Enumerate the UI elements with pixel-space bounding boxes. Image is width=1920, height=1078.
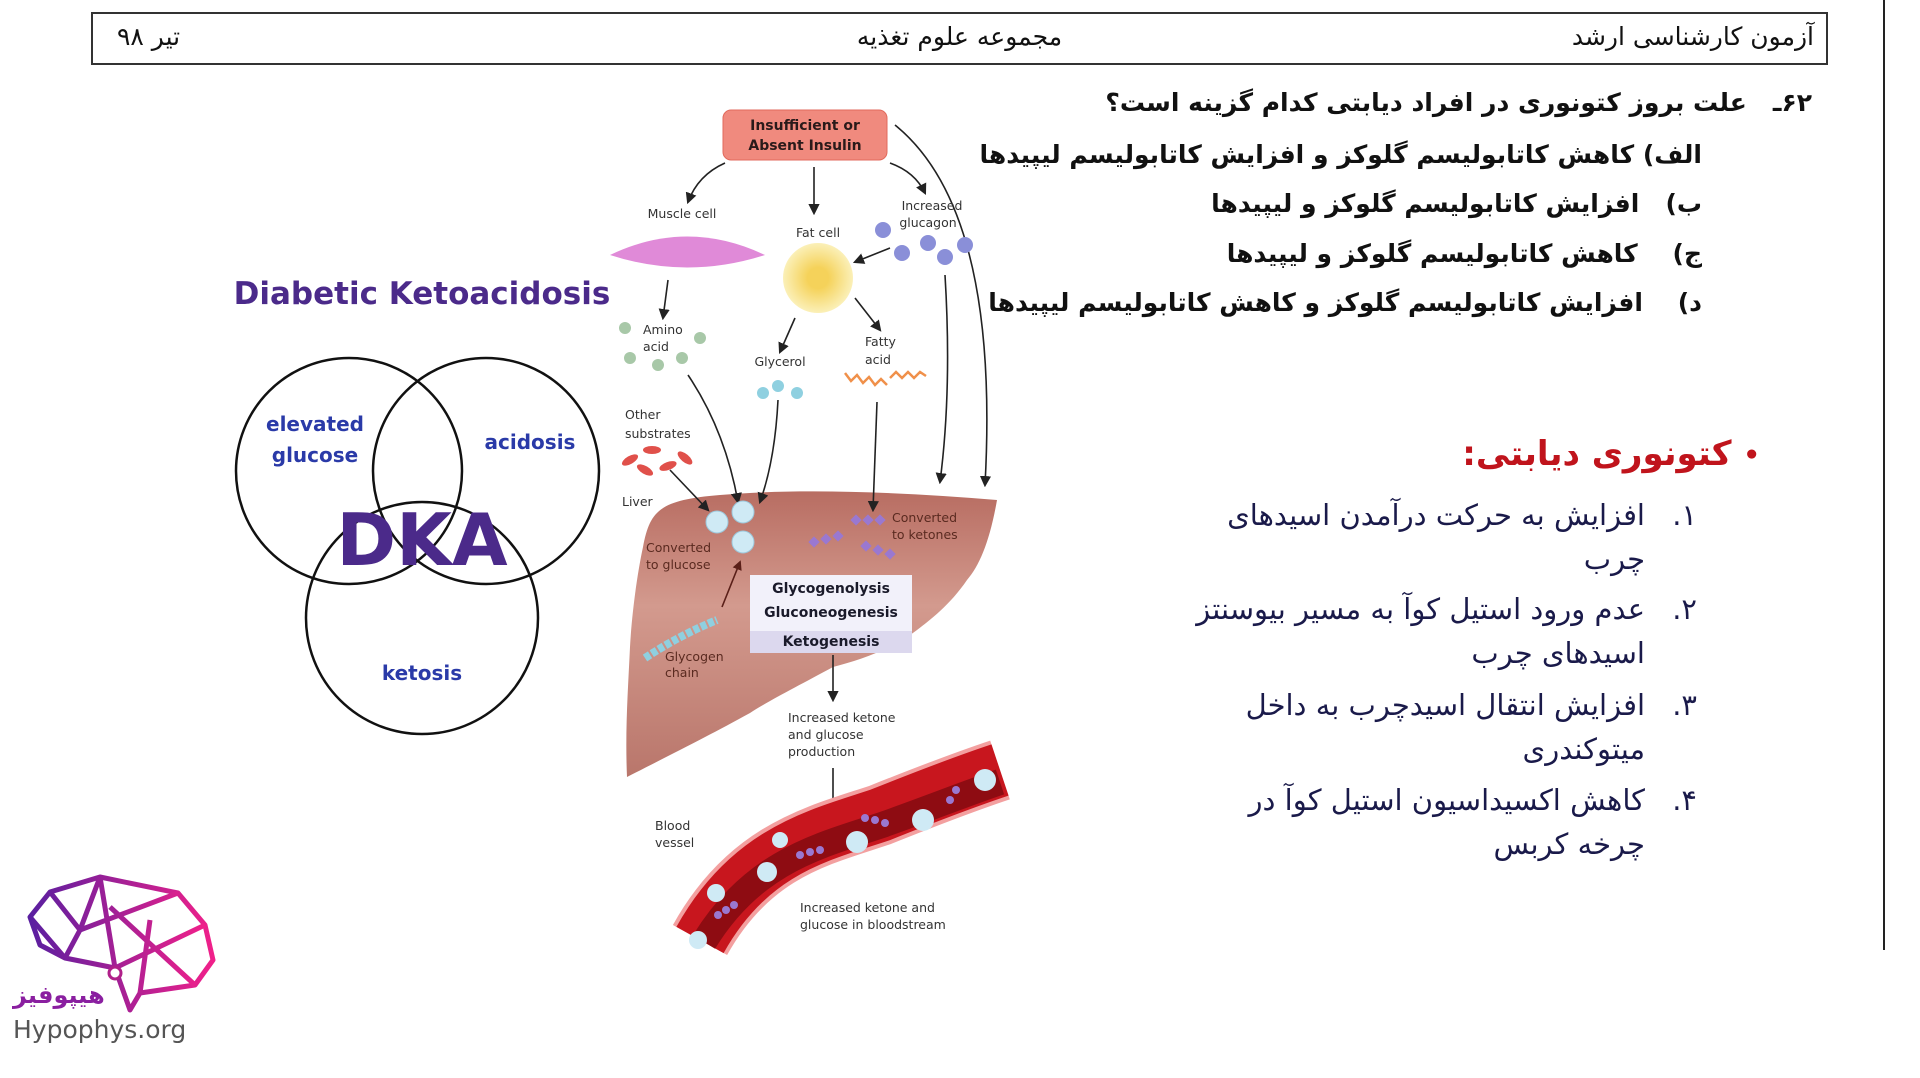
option-text: افزایش کاتابولیسم گلوکز و لیپیدها [1211, 189, 1640, 218]
bloodstream-glucose [689, 769, 996, 949]
other-substrate-cells [621, 446, 693, 476]
question: ۶۲ـ علت بروز کتونوری در افراد دیابتی کدا… [1105, 88, 1812, 117]
dka-pathway-diagram: Insufficient or Absent Insulin [610, 109, 1010, 956]
exam-title: آزمون کارشناسی ارشد [1571, 22, 1814, 51]
process-glycogenolysis: Glycogenolysis [772, 581, 890, 597]
label-vessel-1: Blood [655, 818, 690, 833]
label-other-1: Other [625, 407, 661, 422]
label-to-glucose-1: Converted [646, 540, 711, 555]
label-vessel-2: vessel [655, 835, 694, 850]
label-to-ketones-1: Converted [892, 510, 957, 525]
label-glycogen-1: Glycogen [665, 649, 724, 664]
note-item-3-number: ۳. [1672, 688, 1697, 722]
blood-vessel-lumen [692, 769, 1005, 949]
note-item-1-number: ۱. [1672, 498, 1697, 532]
label-fatty-1: Fatty [865, 334, 897, 349]
fatty-acid-chains [844, 370, 927, 387]
label-amino-2: acid [643, 339, 669, 354]
venn-label-glucose: glucose [272, 443, 358, 467]
process-box-ketogenesis-bg [750, 631, 912, 653]
note-item-2-number: ۲. [1672, 592, 1697, 626]
note-item-4-line-1: کاهش اکسیداسیون استیل کوآ در [1248, 783, 1645, 817]
glucose-molecules [705, 500, 755, 554]
option-label: د) [1677, 288, 1702, 317]
process-gluconeogenesis: Gluconeogenesis [764, 605, 898, 621]
divider-line [1883, 0, 1885, 950]
option-d[interactable]: د) افزایش کاتابولیسم گلوکز و کاهش کاتابو… [988, 288, 1702, 317]
label-bloodstream-2: glucose in bloodstream [800, 917, 946, 932]
logo-persian-text: هیپوفیز [12, 981, 105, 1009]
label-production-3: production [788, 744, 855, 759]
ketone-molecules [808, 514, 896, 560]
glucagon-molecules [875, 222, 973, 265]
hypophys-logo: هیپوفیز Hypophys.org [12, 874, 216, 1044]
bullet-icon: • [1743, 440, 1760, 471]
venn-circle-glucose [234, 356, 464, 586]
label-glucagon-1: Increased [902, 198, 963, 213]
glycogen-arrow [721, 560, 742, 608]
note-item-1-line-1: افزایش به حرکت درآمدن اسیدهای [1227, 498, 1645, 532]
option-text: کاهش کاتابولیسم گلوکز و افزایش کاتابولیس… [979, 140, 1635, 169]
subject-title: مجموعه علوم تغذیه [856, 22, 1063, 51]
label-fat-cell: Fat cell [796, 225, 840, 240]
fat-cell [783, 243, 853, 313]
bloodstream-ketones [714, 786, 960, 919]
option-c[interactable]: ج) کاهش کاتابولیسم گلوکز و لیپیدها [1227, 239, 1702, 268]
label-fatty-2: acid [865, 352, 891, 367]
venn-center-label: DKA [336, 498, 508, 582]
label-to-ketones-2: to ketones [892, 527, 958, 542]
label-production-1: Increased ketone [788, 710, 896, 725]
option-b[interactable]: ب) افزایش کاتابولیسم گلوکز و لیپیدها [1211, 189, 1702, 218]
label-amino-1: Amino [643, 322, 683, 337]
venn-label-acidosis: acidosis [485, 430, 576, 454]
notes-title: • کتونوری دیابتی: [1462, 434, 1760, 474]
label-production-2: and glucose [788, 727, 864, 742]
question-text: علت بروز کتونوری در افراد دیابتی کدام گز… [1105, 88, 1747, 117]
label-to-glucose-2: to glucose [646, 557, 711, 572]
note-item-4-number: ۴. [1672, 783, 1697, 817]
venn-title: Diabetic Ketoacidosis [234, 276, 611, 312]
logo-node [107, 965, 123, 981]
option-label: الف) [1642, 140, 1702, 169]
label-liver: Liver [622, 494, 654, 509]
insulin-label-2: Absent Insulin [748, 138, 861, 154]
insulin-box [722, 109, 888, 161]
pathway-arrows [658, 124, 992, 823]
process-ketogenesis: Ketogenesis [783, 634, 880, 650]
insulin-label-1: Insufficient or [750, 118, 860, 134]
label-glycogen-2: chain [665, 665, 699, 680]
option-text: کاهش کاتابولیسم گلوکز و لیپیدها [1226, 239, 1638, 268]
venn-circle-ketosis [304, 500, 540, 736]
exam-header: آزمون کارشناسی ارشد مجموعه علوم تغذیه تی… [91, 12, 1828, 65]
process-box [750, 575, 912, 631]
dka-venn-diagram: Diabetic Ketoacidosis elevated glucose a… [234, 276, 611, 736]
option-text: افزایش کاتابولیسم گلوکز و کاهش کاتابولیس… [988, 288, 1643, 317]
venn-label-elevated: elevated [266, 412, 364, 436]
glycogen-chain [642, 616, 719, 662]
label-glycerol: Glycerol [754, 354, 805, 369]
note-item-1-line-2: چرب [1583, 542, 1645, 576]
note-item-4-line-2: چرخه کربس [1493, 827, 1645, 861]
label-other-2: substrates [625, 426, 691, 441]
note-item-2-line-1: عدم ورود استیل کوآ به مسیر بیوسنتز [1196, 592, 1645, 626]
notes-title-text: کتونوری دیابتی: [1462, 434, 1732, 474]
option-label: ب) [1665, 189, 1702, 218]
label-bloodstream-1: Increased ketone and [800, 900, 935, 915]
venn-circle-acidosis [371, 356, 601, 586]
option-a[interactable]: الف) کاهش کاتابولیسم گلوکز و افزایش کاتا… [980, 140, 1703, 169]
muscle-cell [610, 236, 765, 268]
logo-english-text: Hypophys.org [13, 1015, 186, 1044]
amino-acid-molecules [619, 322, 706, 371]
note-item-2-line-2: اسیدهای چرب [1471, 636, 1645, 670]
exam-date: تیر ۹۸ [117, 22, 181, 51]
note-item-3-line-2: میتوکندری [1522, 732, 1646, 766]
question-number: ۶۲ـ [1772, 88, 1812, 117]
label-muscle-cell: Muscle cell [648, 206, 717, 221]
glycerol-molecules [757, 380, 803, 399]
note-item-3-line-1: افزایش انتقال اسیدچرب به داخل [1245, 688, 1645, 722]
label-glucagon-2: glucagon [899, 215, 956, 230]
option-label: ج) [1672, 239, 1702, 268]
venn-label-ketosis: ketosis [382, 661, 462, 685]
